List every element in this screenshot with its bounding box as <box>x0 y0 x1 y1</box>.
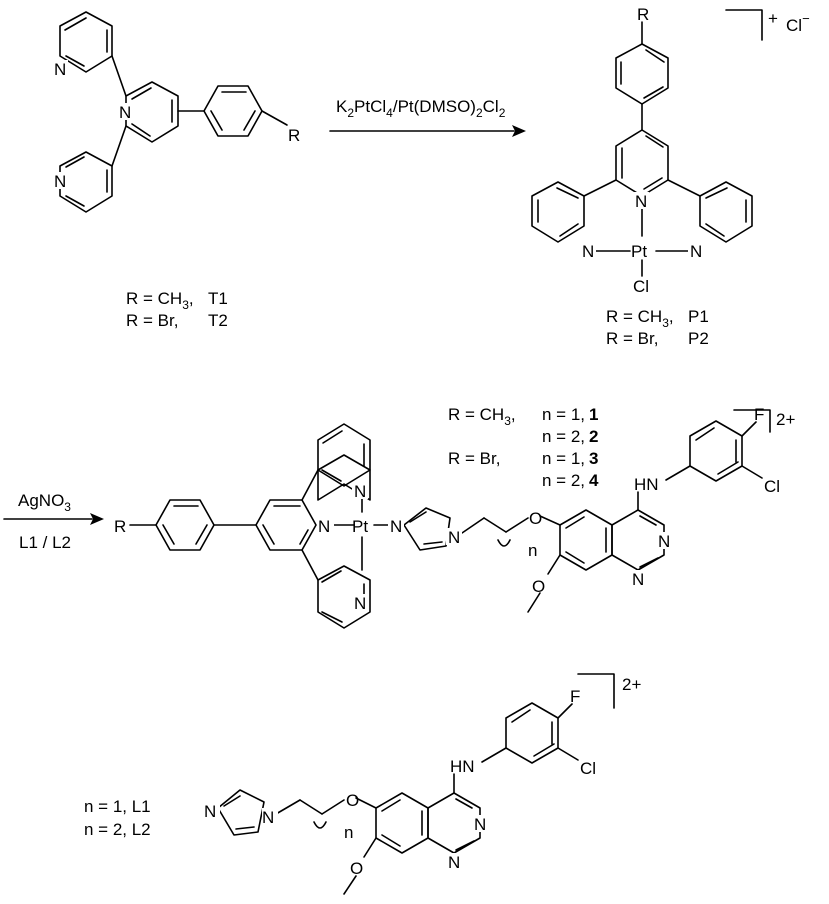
central-pyridine-ring <box>125 81 179 143</box>
quinazoline-benzo-ring <box>559 509 613 571</box>
aryl-ring <box>203 85 263 137</box>
label-p1: R = CH3,P1 <box>606 307 709 330</box>
label-p2: R = Br,P2 <box>606 329 709 348</box>
reaction-arrow-2: AgNO3 L1 / L2 <box>3 491 104 552</box>
counterion: Cl− <box>786 11 810 35</box>
platinum-complex-structure: R N N Pt N N N n O O N N HN F Cl 2+ <box>114 405 795 629</box>
aryl-ring <box>155 499 215 551</box>
quinazoline-benzo-ring <box>375 792 429 854</box>
atom-n: N <box>354 482 366 501</box>
atom-o: O <box>346 791 359 810</box>
label-t1: R = CH3,T1 <box>126 289 228 312</box>
atom-n: N <box>354 594 366 613</box>
atom-cl: Cl <box>580 759 596 778</box>
atom-n: N <box>448 528 460 547</box>
atom-n: N <box>635 192 647 211</box>
platinum-chloride-structure: R N N N Pt Cl + Cl− <box>531 5 810 296</box>
central-pyridine-ring <box>615 129 669 197</box>
atom-n: N <box>474 815 486 834</box>
top-pyridine-ring-outline <box>317 423 371 487</box>
atom-n: N <box>54 172 66 191</box>
atom-n: N <box>262 808 274 827</box>
atom-o: O <box>350 859 363 878</box>
atom-n: N <box>658 532 670 551</box>
label-complex-1: R = CH3,n = 1,1 <box>448 405 598 428</box>
atom-n: N <box>390 517 402 536</box>
atom-o: O <box>532 577 545 596</box>
ligand-labels: n = 1, L1 n = 2, L2 <box>84 797 151 839</box>
atom-f: F <box>754 405 764 424</box>
chain-index-n: n <box>344 823 353 842</box>
reaction-arrow-1: K2PtCl4/Pt(DMSO)2Cl2 <box>329 97 526 137</box>
substituent-r: R <box>637 5 649 24</box>
label-complex-3: R = Br,n = 1,3 <box>448 449 598 468</box>
atom-f: F <box>570 687 580 706</box>
atom-n: N <box>632 570 644 589</box>
right-pyridine-ring <box>699 181 753 243</box>
atom-n: N <box>448 853 460 872</box>
atom-hn: HN <box>450 757 475 776</box>
left-pyridine-ring <box>531 181 585 243</box>
central-pyridine-ring <box>255 499 317 551</box>
label-t2: R = Br,T2 <box>126 311 228 330</box>
label-l1: n = 1, L1 <box>84 797 151 816</box>
terpyridine-structure: N N N R <box>54 11 300 213</box>
atom-n: N <box>119 103 131 122</box>
substituent-r: R <box>114 517 126 536</box>
atom-pt: Pt <box>631 242 647 261</box>
complex-labels: R = CH3,n = 1,1 n = 2,2 R = Br,n = 1,3 n… <box>448 405 599 490</box>
aryl-ring <box>615 43 669 105</box>
atom-cl: Cl <box>764 477 780 496</box>
ligand-structure: N N O n O N N HN F Cl 2+ <box>204 673 641 895</box>
label-complex-4: n = 2,4 <box>542 471 599 490</box>
reagent-platinum-salts: K2PtCl4/Pt(DMSO)2Cl2 <box>336 97 506 120</box>
reagent-silver-nitrate: AgNO3 <box>18 491 71 514</box>
label-complex-2: n = 2,2 <box>542 427 598 446</box>
imidazole-ring <box>217 789 265 836</box>
label-l2: n = 2, L2 <box>84 820 151 839</box>
atom-n: N <box>318 517 330 536</box>
bottom-pyridine-ring <box>317 565 371 629</box>
aniline-ring <box>505 702 559 764</box>
reagent-ligand: L1 / L2 <box>19 533 71 552</box>
atom-n: N <box>204 802 216 821</box>
top-pyridine-ring <box>317 454 371 501</box>
substituent-r: R <box>288 126 300 145</box>
aniline-ring <box>689 420 743 482</box>
atom-n: N <box>690 242 702 261</box>
atom-n: N <box>582 242 594 261</box>
atom-pt: Pt <box>352 517 368 536</box>
ligand-charge: 2+ <box>622 675 641 694</box>
complex-charge: 2+ <box>776 410 795 429</box>
atom-n: N <box>54 60 66 79</box>
atom-o: O <box>529 509 542 528</box>
atom-cl: Cl <box>633 277 649 296</box>
chain-index-n: n <box>528 541 537 560</box>
terpyridine-labels: R = CH3,T1 R = Br,T2 <box>126 289 228 330</box>
complex-charge: + <box>768 9 778 28</box>
atom-hn: HN <box>634 475 659 494</box>
bottom-pyridine-ring <box>59 151 113 213</box>
platinum-chloride-labels: R = CH3,P1 R = Br,P2 <box>606 307 709 348</box>
